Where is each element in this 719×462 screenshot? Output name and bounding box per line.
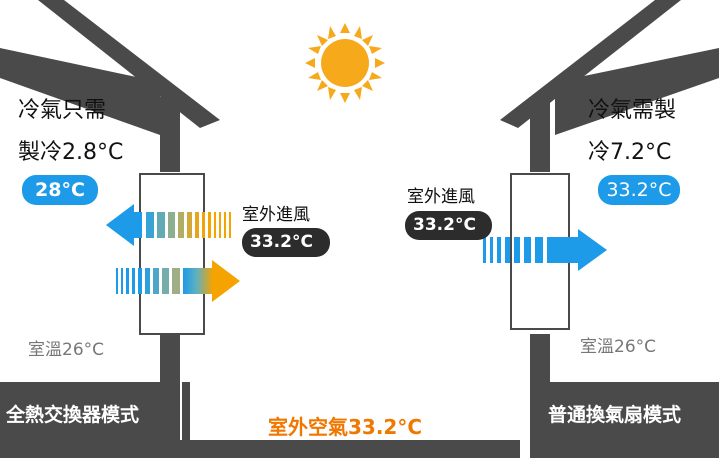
left-exchanger-unit	[139, 173, 205, 335]
right-room-temp: 室溫26°C	[580, 337, 657, 357]
left-title-line2: 製冷2.8°C	[18, 140, 124, 165]
left-building	[0, 0, 520, 458]
right-outside-air-label: 室外進風	[407, 187, 475, 207]
right-indoor-temp-badge: 33.2°C	[598, 175, 680, 205]
right-wall-bottom	[530, 334, 550, 382]
left-outside-air-temp: 33.2°C	[250, 232, 313, 252]
outdoor-air-label: 室外空氣33.2°C	[268, 415, 423, 439]
left-wall-bottom	[160, 334, 180, 382]
right-roof-upper	[500, 0, 681, 128]
exhaust-airflow-arrow-icon	[106, 204, 231, 246]
left-base-edge	[182, 382, 190, 442]
right-roof-lower	[555, 48, 719, 135]
left-room-temp: 室溫26°C	[28, 340, 105, 360]
right-outside-air-temp: 33.2°C	[413, 215, 476, 235]
right-mode-label: 普通換氣扇模式	[548, 404, 682, 426]
left-title-line1: 冷氣只需	[18, 98, 107, 123]
intake-airflow-arrow-icon	[116, 260, 240, 302]
left-roof-lower	[0, 48, 160, 135]
left-roof-upper	[38, 0, 220, 128]
right-outside-temp-badge-bg	[405, 211, 492, 240]
right-wall-top	[530, 97, 550, 172]
left-outside-temp-badge-bg	[242, 228, 330, 257]
right-title-line1: 冷氣需製	[588, 98, 677, 123]
right-base	[530, 382, 719, 458]
left-base	[0, 382, 180, 458]
left-wall-top	[160, 97, 180, 172]
left-outside-air-label: 室外進風	[242, 205, 310, 225]
right-building	[500, 0, 719, 458]
direct-airflow-arrow-icon	[483, 229, 607, 271]
sun-icon	[305, 23, 385, 103]
right-title-line2: 冷7.2°C	[588, 140, 672, 165]
ground-strip	[160, 440, 520, 458]
left-indoor-temp-badge: 28°C	[22, 175, 98, 205]
left-mode-label: 全熱交換器模式	[6, 404, 140, 426]
